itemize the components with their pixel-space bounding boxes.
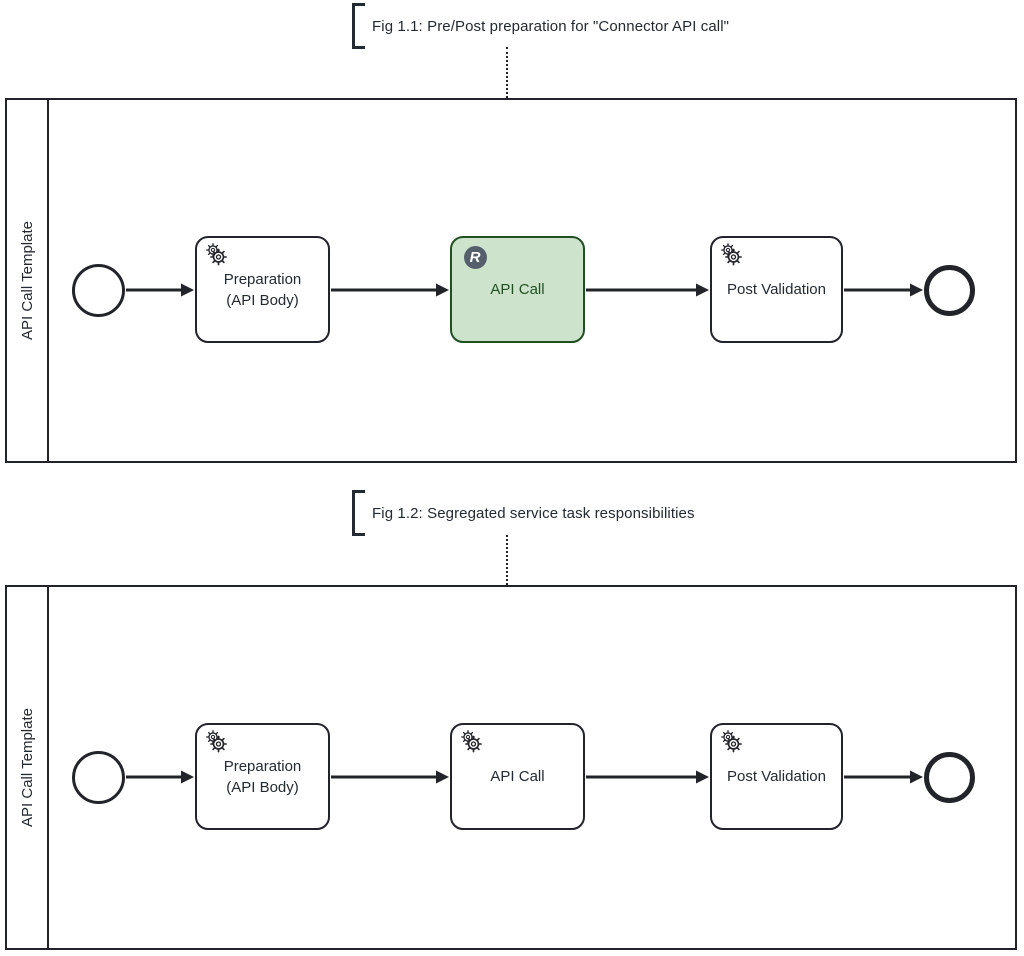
- figure-1-caption: Fig 1.1: Pre/Post preparation for "Conne…: [352, 3, 729, 49]
- figure-1-caption-text: Fig 1.1: Pre/Post preparation for "Conne…: [372, 17, 730, 35]
- figure-2-caption: Fig 1.2: Segregated service task respons…: [352, 490, 695, 536]
- sequence-flows: [126, 283, 923, 297]
- task-preparation: Preparation (API Body): [195, 236, 330, 343]
- task-preparation: Preparation (API Body): [195, 723, 330, 830]
- sequence-flow: [331, 283, 449, 297]
- pool-header: API Call Template: [7, 100, 49, 461]
- start-event: [72, 751, 125, 804]
- bracket-icon: [352, 490, 365, 536]
- task-label: API Call: [490, 768, 545, 785]
- task-label: Post Validation: [727, 768, 826, 785]
- dotted-connector-1: [506, 47, 508, 98]
- dotted-connector-2: [506, 535, 508, 585]
- gear-icon: [204, 729, 230, 755]
- gear-icon: [204, 242, 230, 268]
- gear-icon: [719, 242, 745, 268]
- sequence-flow: [126, 283, 194, 297]
- sequence-flow: [844, 770, 923, 784]
- sequence-flows: [126, 770, 923, 784]
- start-event: [72, 264, 125, 317]
- task-label: Preparation (API Body): [223, 270, 302, 309]
- task-label: API Call: [490, 281, 545, 298]
- sequence-flow: [126, 770, 194, 784]
- figure-2-caption-text: Fig 1.2: Segregated service task respons…: [372, 504, 695, 522]
- diagram-fig-1-1: API Call Template Preparation (API Body)…: [0, 98, 1024, 463]
- end-event: [924, 752, 975, 803]
- bracket-icon: [352, 3, 365, 49]
- rest-connector-badge-icon: R: [464, 246, 487, 269]
- sequence-flow: [586, 283, 709, 297]
- sequence-flow: [586, 770, 709, 784]
- pool-header: API Call Template: [7, 587, 49, 948]
- task-post-validation: Post Validation: [710, 236, 843, 343]
- task-post-validation: Post Validation: [710, 723, 843, 830]
- gear-icon: [719, 729, 745, 755]
- diagram-fig-1-2: API Call Template Preparation (API Body)…: [0, 585, 1024, 950]
- task-api-call: API Call: [450, 723, 585, 830]
- end-event: [924, 265, 975, 316]
- sequence-flow: [331, 770, 449, 784]
- task-api-call: R API Call: [450, 236, 585, 343]
- task-label: Post Validation: [727, 281, 826, 298]
- sequence-flow: [844, 283, 923, 297]
- task-label: Preparation (API Body): [223, 757, 302, 796]
- gear-icon: [459, 729, 485, 755]
